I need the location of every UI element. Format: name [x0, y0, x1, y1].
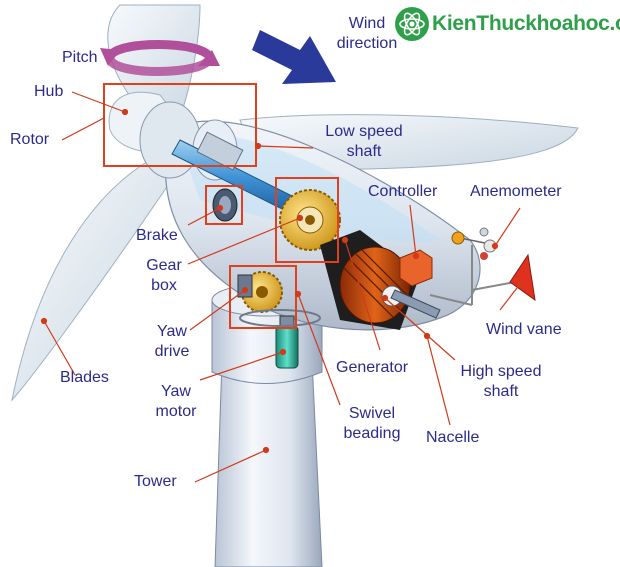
label-low-speed-shaft-line2: shaft: [346, 143, 382, 160]
leader-swivel-beading: [297, 293, 341, 406]
label-anemometer: Anemometer: [470, 183, 562, 200]
leader-lines: [40, 91, 524, 483]
watermark-text: KienThuckhoahoc.org: [432, 12, 620, 35]
label-tower: Tower: [134, 473, 177, 490]
leader-wind-vane: [499, 283, 521, 311]
label-hub: Hub: [34, 83, 64, 100]
label-generator: Generator: [336, 359, 409, 376]
leader-low-speed-shaft: [257, 145, 314, 149]
label-wind-vane: Wind vane: [486, 321, 562, 338]
label-pitch: Pitch: [62, 49, 98, 66]
low-speed-shaft: [171, 131, 301, 215]
atom-logo-icon: [395, 7, 429, 41]
label-rotor: Rotor: [10, 131, 50, 148]
leader-nacelle: [426, 335, 451, 426]
label-blades: Blades: [60, 369, 109, 386]
label-yaw-drive-line2: drive: [154, 343, 190, 360]
label-gear-box-line2: box: [151, 277, 177, 294]
label-low-speed-shaft-line1: Low speed: [325, 123, 403, 140]
label-yaw-motor-line1: Yaw: [161, 383, 191, 400]
label-yaw-drive: Yaw drive: [146, 322, 198, 362]
site-watermark: KienThuckhoahoc.org: [394, 4, 620, 44]
highlight-boxes: [103, 83, 339, 329]
label-high-speed-shaft: High speed shaft: [446, 362, 556, 402]
leader-hub: [71, 91, 126, 113]
leader-brake: [187, 207, 221, 226]
rotor-hub-highlight: [103, 83, 257, 167]
label-swivel-beading-line2: beading: [343, 425, 401, 442]
label-gear-box: Gear box: [138, 256, 190, 296]
wind-vane: [471, 253, 536, 302]
label-wind-direction-line1: Wind: [348, 15, 386, 32]
label-high-speed-shaft-line2: shaft: [483, 383, 519, 400]
swivel-beading: [239, 309, 321, 327]
leader-tower: [194, 449, 267, 483]
label-low-speed-shaft: Low speed shaft: [308, 122, 420, 162]
yaw-drive-highlight: [229, 265, 297, 329]
label-swivel-beading: Swivel beading: [332, 404, 412, 444]
leader-anemometer: [494, 207, 521, 247]
label-gear-box-line1: Gear: [146, 257, 182, 274]
pitch-arrow-icon: [100, 40, 220, 76]
leader-gear-box: [187, 217, 301, 265]
leader-rotor: [61, 117, 105, 141]
label-swivel-beading-line1: Swivel: [348, 405, 396, 422]
wind-direction-arrow-icon: [252, 30, 336, 84]
label-controller: Controller: [368, 183, 438, 200]
leader-controller: [409, 204, 417, 257]
controller: [399, 249, 433, 287]
leader-yaw-drive: [189, 289, 246, 331]
label-brake: Brake: [136, 227, 178, 244]
label-yaw-drive-line1: Yaw: [157, 323, 187, 340]
label-wind-direction: Wind direction: [322, 14, 412, 54]
leader-yaw-motor: [199, 351, 284, 381]
label-yaw-motor-line2: motor: [155, 403, 197, 420]
brake-highlight: [205, 185, 243, 225]
high-speed-shaft: [390, 289, 441, 319]
leader-high-speed-shaft: [384, 297, 456, 361]
anemometer: [429, 227, 497, 306]
label-wind-direction-line2: direction: [336, 35, 398, 52]
gear-box-highlight: [275, 177, 339, 263]
brake: [212, 188, 238, 222]
label-yaw-motor: Yaw motor: [148, 382, 204, 422]
label-nacelle: Nacelle: [426, 429, 480, 446]
label-high-speed-shaft-line1: High speed: [460, 363, 542, 380]
gear-box: [279, 189, 341, 251]
leader-blades: [43, 320, 76, 376]
leader-generator: [344, 239, 381, 351]
